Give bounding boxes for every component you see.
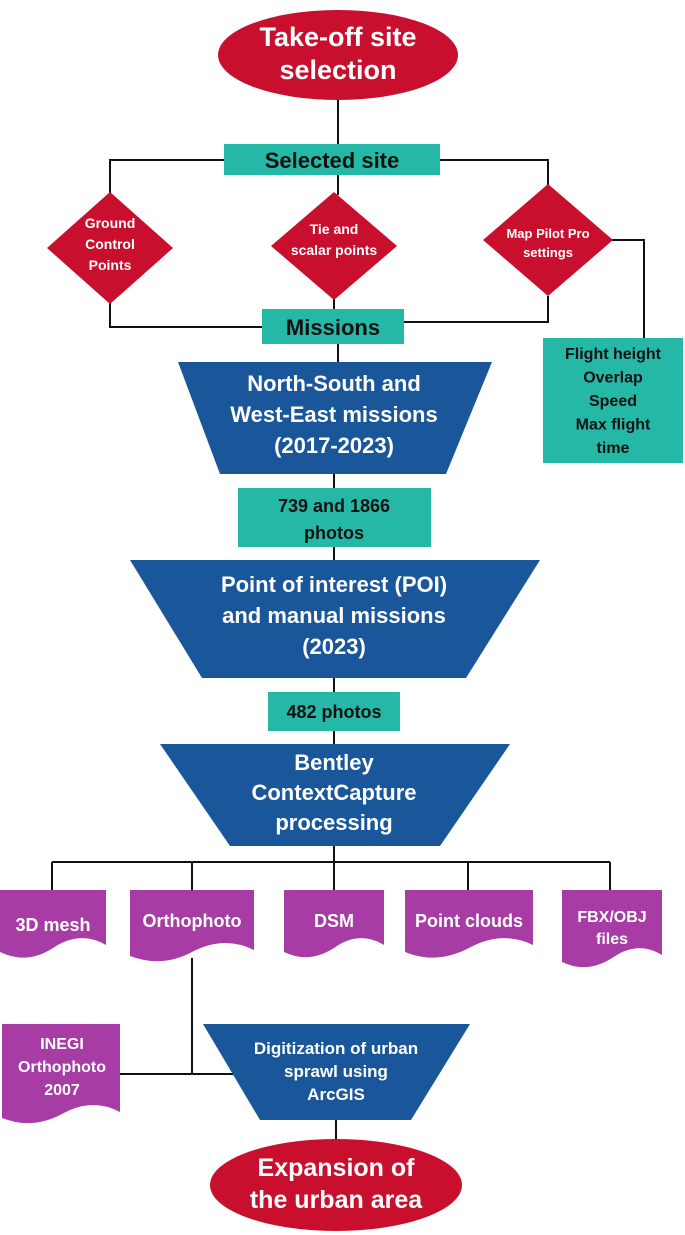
ortho-label-line: Orthophoto [143, 911, 242, 931]
tie-label-line: scalar points [291, 242, 378, 258]
poi-missions-trapezoid [130, 560, 540, 678]
digitization-trapezoid [203, 1024, 470, 1120]
selected-site-label: Selected site [265, 148, 400, 173]
ns-missions-trapezoid [178, 362, 492, 474]
ns-missions-label-line: (2017-2023) [274, 433, 394, 458]
settings-label-line: Flight height [565, 346, 662, 363]
settings-label-line: Max flight [576, 417, 651, 434]
fbx-label-line: files [596, 931, 628, 948]
takeoff-label-line: selection [279, 55, 396, 85]
missions-label: Missions [286, 315, 380, 340]
bentley-label-line: Bentley [294, 750, 374, 775]
settings-label-line: Overlap [583, 370, 643, 387]
dsm-label: DSM [314, 911, 354, 931]
mesh-label: 3D mesh [15, 915, 90, 935]
poi-missions-label-line: (2023) [302, 634, 366, 659]
connector-gcp-to-missions [109, 300, 262, 328]
connector-mappilot-to-missions [404, 296, 549, 323]
tie-diamond [271, 192, 397, 300]
ns-missions-label-line: West-East missions [230, 402, 437, 427]
takeoff-label-line: Take-off site [259, 22, 416, 52]
ortho-document [130, 890, 254, 962]
photos2-label: 482 photos [286, 702, 381, 722]
photos2-label-line: 482 photos [286, 702, 381, 722]
tie-label: Tie and scalar points [291, 221, 378, 258]
gcp-label-line: Ground [85, 215, 136, 231]
mappilot-label: Map Pilot Pro settings [506, 226, 589, 260]
bentley-label-line: processing [275, 810, 392, 835]
settings-label-line: Speed [589, 393, 637, 410]
selected-site-box [224, 144, 440, 175]
expansion-oval [210, 1139, 462, 1231]
digitization-label-line: Digitization of urban [254, 1039, 418, 1058]
gcp-label-line: Control [85, 236, 135, 252]
connector-site-left [109, 159, 224, 195]
missions-label-line: Missions [286, 315, 380, 340]
photos1-label-line: photos [304, 523, 364, 543]
bentley-trapezoid [160, 744, 510, 846]
mappilot-label-line: settings [523, 245, 573, 260]
poi-missions-label-line: and manual missions [222, 603, 446, 628]
ortho-label: Orthophoto [143, 911, 242, 931]
pointclouds-label-line: Point clouds [415, 911, 523, 931]
mesh-document [0, 890, 106, 958]
poi-missions-label-line: Point of interest (POI) [221, 572, 447, 597]
photos1-label: 739 and 1866 photos [278, 496, 390, 543]
pointclouds-label: Point clouds [415, 911, 523, 931]
settings-box [543, 338, 683, 463]
inegi-label-line: INEGI [40, 1036, 84, 1053]
gcp-label-line: Points [89, 257, 132, 273]
photos1-label-line: 739 and 1866 [278, 496, 390, 516]
connector-site-right [440, 159, 549, 185]
pointclouds-document [405, 890, 533, 958]
mappilot-label-line: Map Pilot Pro [506, 226, 589, 241]
digitization-label-line: ArcGIS [307, 1085, 365, 1104]
connector-mappilot-to-settings [612, 239, 645, 338]
expansion-label-line: Expansion of [258, 1154, 416, 1182]
inegi-label-line: Orthophoto [18, 1059, 106, 1076]
dsm-label-line: DSM [314, 911, 354, 931]
shapes [0, 10, 683, 1231]
mappilot-diamond [483, 184, 613, 296]
expansion-label: Expansion of the urban area [250, 1154, 423, 1214]
poi-missions-label: Point of interest (POI) and manual missio… [221, 572, 447, 659]
fbx-label-line: FBX/OBJ [577, 909, 646, 926]
inegi-document [2, 1024, 120, 1124]
photos2-box [268, 692, 400, 731]
inegi-label: INEGI Orthophoto 2007 [18, 1036, 106, 1099]
fbx-document [562, 890, 662, 968]
inegi-label-line: 2007 [44, 1082, 80, 1099]
tie-label-line: Tie and [310, 221, 359, 237]
photos1-box [238, 488, 431, 547]
expansion-label-line: the urban area [250, 1186, 423, 1214]
gcp-diamond [47, 192, 173, 304]
settings-label-line: time [597, 440, 630, 457]
takeoff-oval [218, 10, 458, 100]
dsm-document [284, 890, 384, 958]
fbx-label: FBX/OBJ files [577, 909, 646, 948]
mesh-label-line: 3D mesh [15, 915, 90, 935]
bentley-label-line: ContextCapture [251, 780, 416, 805]
missions-box [262, 309, 404, 344]
ns-missions-label-line: North-South and [247, 371, 421, 396]
selected-site-label-line: Selected site [265, 148, 400, 173]
digitization-label-line: sprawl using [284, 1062, 388, 1081]
